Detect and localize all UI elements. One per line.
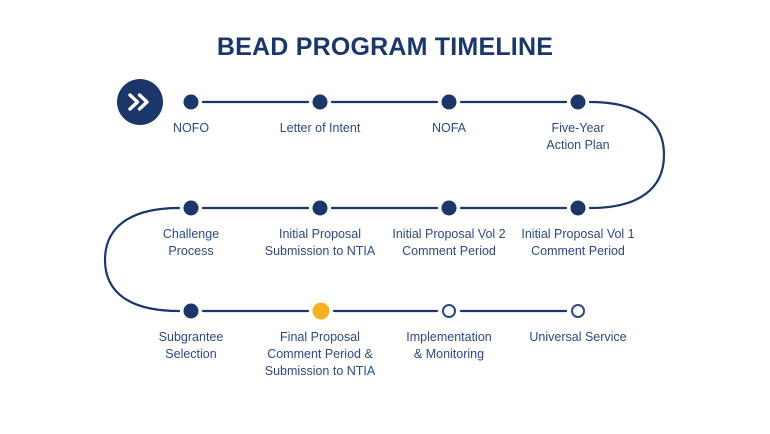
timeline-label-nofa: NOFA [431,121,467,135]
timeline-node-five-year-action-plan[interactable] [570,94,586,110]
timeline-node-nofa[interactable] [441,94,457,110]
timeline-label-final-proposal: Final Proposal Comment Period & Submissi… [264,330,376,378]
timeline-label-five-year-action-plan: Five-Year Action Plan [546,121,610,152]
timeline-node-initial-proposal-vol-2[interactable] [441,200,457,216]
timeline-node-initial-proposal-submission[interactable] [312,200,328,216]
double-chevron-right-icon [128,93,149,111]
timeline-label-universal-service: Universal Service [529,330,627,344]
timeline-start-badge [117,79,163,125]
timeline-node-initial-proposal-vol-1[interactable] [570,200,586,216]
timeline-node-final-proposal[interactable] [312,302,330,320]
timeline-node-implementation-monitoring[interactable] [442,304,456,318]
timeline-label-subgrantee-selection: Subgrantee Selection [158,330,224,361]
timeline-label-initial-proposal-submission: Initial Proposal Submission to NTIA [264,227,376,258]
timeline-label-nofo: NOFO [172,121,210,135]
connector-right-arc [588,100,666,210]
timeline-label-challenge-process: Challenge Process [162,227,220,258]
timeline-label-implementation-monitoring: Implementation & Monitoring [406,330,492,361]
timeline-node-universal-service[interactable] [571,304,585,318]
timeline-label-initial-proposal-vol-1: Initial Proposal Vol 1 Comment Period [521,227,635,258]
timeline-node-challenge-process[interactable] [183,200,199,216]
timeline-node-subgrantee-selection[interactable] [183,303,199,319]
timeline-node-letter-of-intent[interactable] [312,94,328,110]
page-title: BEAD PROGRAM TIMELINE [216,33,554,61]
timeline-node-nofo[interactable] [183,94,199,110]
timeline-label-letter-of-intent: Letter of Intent [279,121,361,135]
timeline-label-initial-proposal-vol-2: Initial Proposal Vol 2 Comment Period [392,227,506,258]
